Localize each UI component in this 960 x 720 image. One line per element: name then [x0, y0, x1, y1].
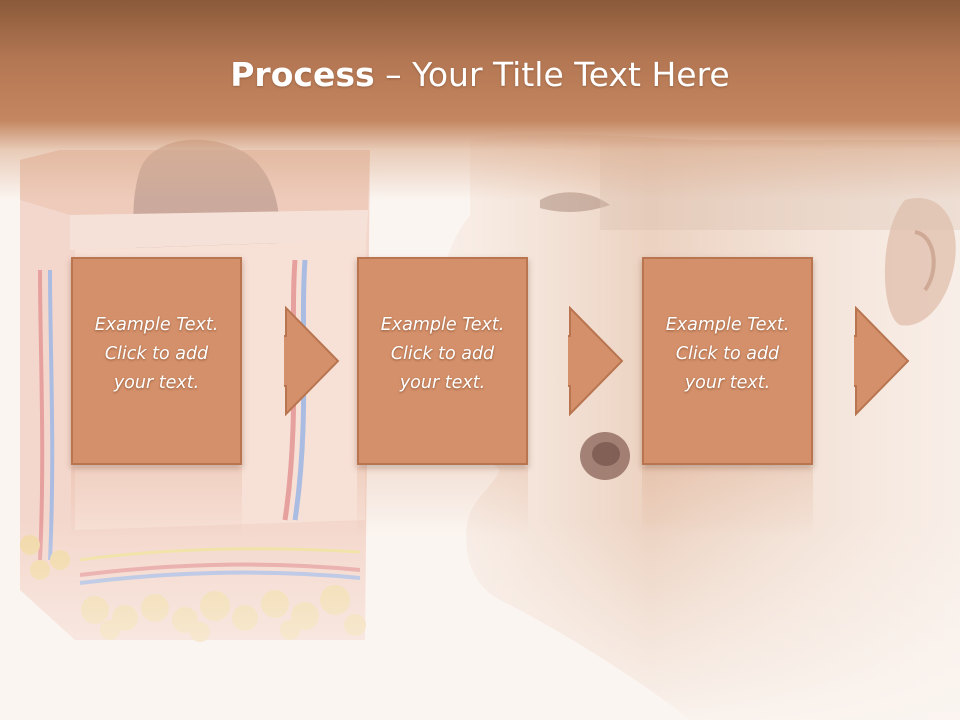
arrow-right-icon [854, 306, 910, 416]
process-step-3[interactable]: Example Text. Click to add your text. [642, 257, 813, 465]
step-reflection [642, 467, 813, 537]
step-reflection [71, 467, 242, 537]
title-rest-text: – Your Title Text Here [374, 55, 730, 94]
arrow-right-icon [568, 306, 624, 416]
title-strong-text: Process [230, 55, 375, 94]
process-step-3-text[interactable]: Example Text. Click to add your text. [665, 315, 790, 393]
arrow-right-icon [284, 306, 340, 416]
title-bar [0, 0, 960, 200]
step-reflection [357, 467, 528, 537]
process-step-2-text[interactable]: Example Text. Click to add your text. [380, 315, 505, 393]
process-step-1-text[interactable]: Example Text. Click to add your text. [94, 315, 219, 393]
process-step-2[interactable]: Example Text. Click to add your text. [357, 257, 528, 465]
process-step-1[interactable]: Example Text. Click to add your text. [71, 257, 242, 465]
slide-title[interactable]: Process – Your Title Text Here [0, 52, 960, 98]
